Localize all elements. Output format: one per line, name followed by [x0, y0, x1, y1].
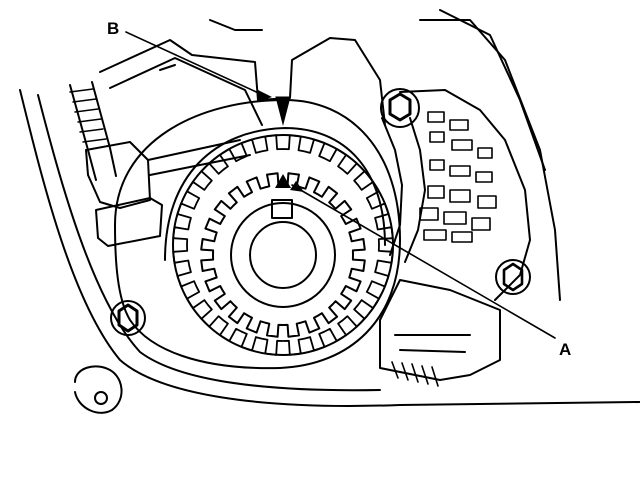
right-housing-edge-2	[439, 9, 546, 171]
mounting-tab	[74, 365, 123, 414]
belt-backplate	[114, 99, 401, 370]
lower-left-bolt-head	[117, 303, 139, 333]
leader-b-arrowhead	[258, 90, 272, 102]
callout-a-label: A	[559, 340, 572, 359]
right-bolt-head	[502, 262, 524, 292]
outer-pulley-tooth-profile	[172, 134, 394, 356]
callout-b-label: B	[107, 19, 120, 38]
cover-edge-top	[209, 19, 263, 31]
upper-cover	[99, 37, 386, 126]
upper-cover-inner	[109, 57, 263, 126]
engine-block-inner-edge	[37, 94, 381, 392]
lower-right-hatching	[391, 361, 439, 387]
mounting-tab-hole	[94, 391, 108, 405]
tensioner-arm	[381, 117, 403, 256]
crank-key	[271, 199, 293, 219]
leader-a-arrowhead	[290, 181, 304, 192]
outer-pulley-teeth	[172, 134, 394, 356]
tensioner-arm-2	[404, 117, 426, 263]
leader-line-b	[125, 31, 266, 97]
lower-right-detail	[394, 334, 471, 353]
crank-sprocket-tooth-profile	[200, 172, 366, 338]
wire-harness-wraps	[69, 88, 107, 143]
mark-b-pointer	[275, 96, 291, 126]
cover-edge-left	[159, 64, 176, 71]
engine-block-outline	[19, 89, 640, 407]
right-bracket	[399, 89, 531, 301]
crank-hub-ring	[230, 202, 336, 308]
tensioner-bolt	[380, 88, 420, 128]
crank-sprocket	[200, 172, 366, 338]
sensor-body	[95, 197, 163, 247]
crank-bore	[249, 221, 317, 289]
mark-a-triangle	[275, 174, 291, 188]
sensor-connector	[85, 141, 151, 209]
leader-line-a	[291, 184, 556, 339]
lower-right-component	[379, 279, 501, 381]
outer-pulley-ring	[172, 134, 394, 356]
tensioner-bolt-head	[388, 92, 412, 122]
grille-slots	[419, 111, 497, 243]
right-bolt	[495, 259, 531, 295]
lower-left-bolt	[110, 300, 146, 336]
